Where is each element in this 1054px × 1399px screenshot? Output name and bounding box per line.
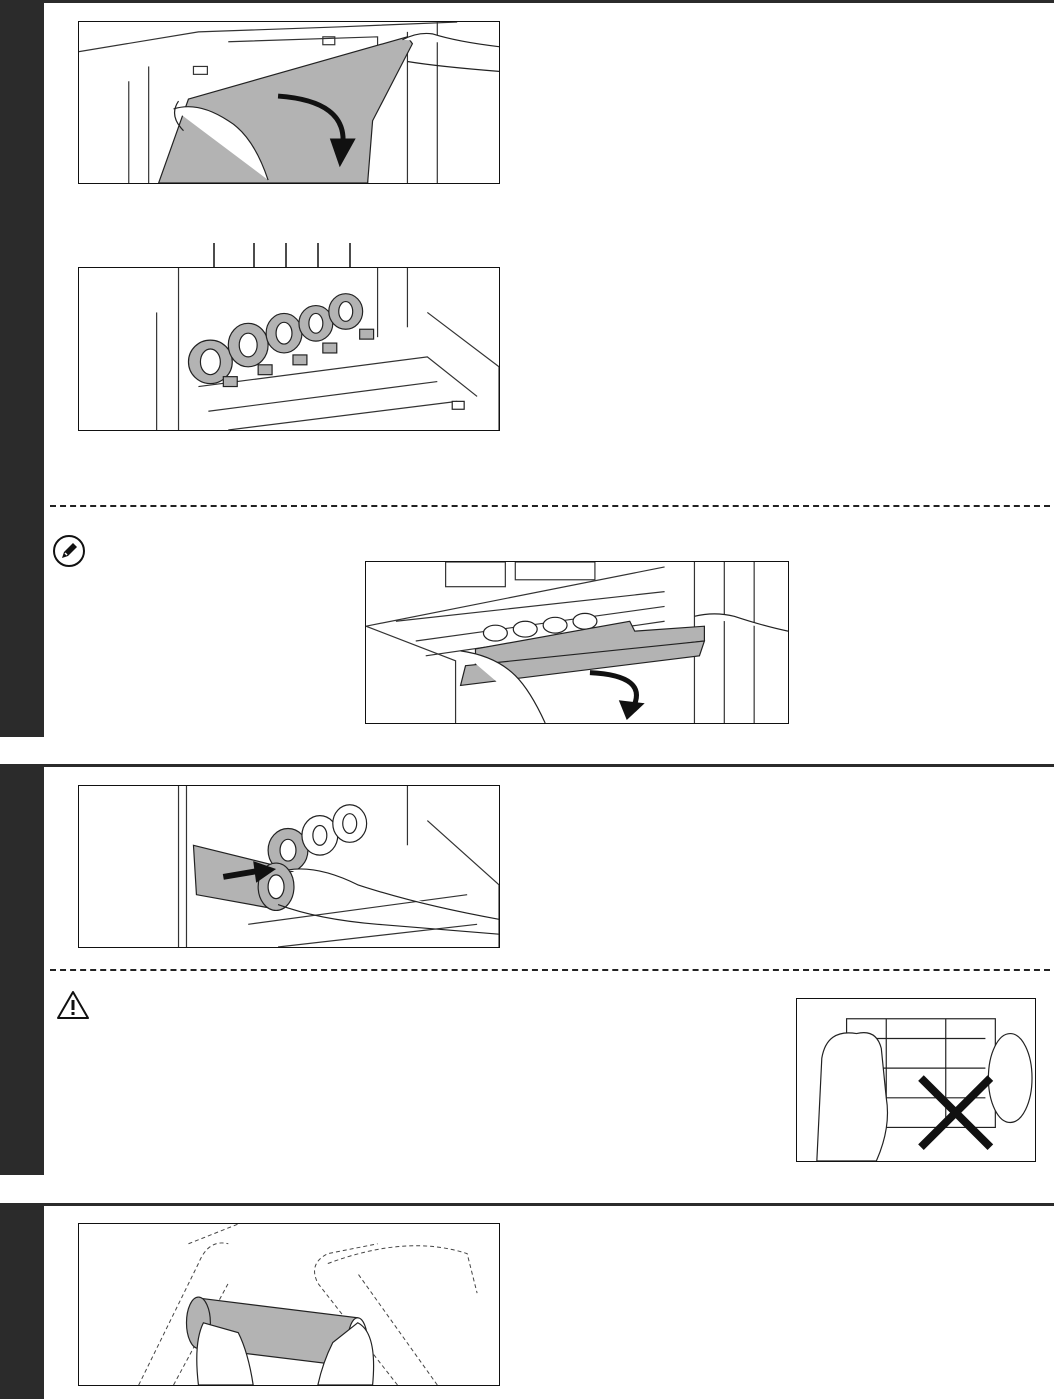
front-cover-open-alt-figure bbox=[365, 561, 789, 724]
front-cover-open-figure bbox=[78, 21, 500, 184]
step-sidebar-1 bbox=[0, 0, 44, 737]
section-top-rule-3 bbox=[0, 1203, 1054, 1206]
section-top-rule-1 bbox=[0, 0, 1054, 3]
do-not-touch-cartridge-figure bbox=[796, 998, 1036, 1162]
caution-divider bbox=[50, 969, 1050, 971]
section-top-rule-2 bbox=[0, 764, 1054, 767]
note-divider bbox=[50, 505, 1050, 507]
step-sidebar-3 bbox=[0, 1203, 44, 1399]
toner-cartridges-bay-figure bbox=[78, 267, 500, 431]
shake-new-cartridge-figure bbox=[78, 1223, 500, 1386]
pull-out-cartridge-figure bbox=[78, 785, 500, 948]
pencil-note-icon bbox=[53, 535, 85, 567]
warning-triangle-icon bbox=[56, 990, 90, 1020]
step-sidebar-2 bbox=[0, 764, 44, 1175]
